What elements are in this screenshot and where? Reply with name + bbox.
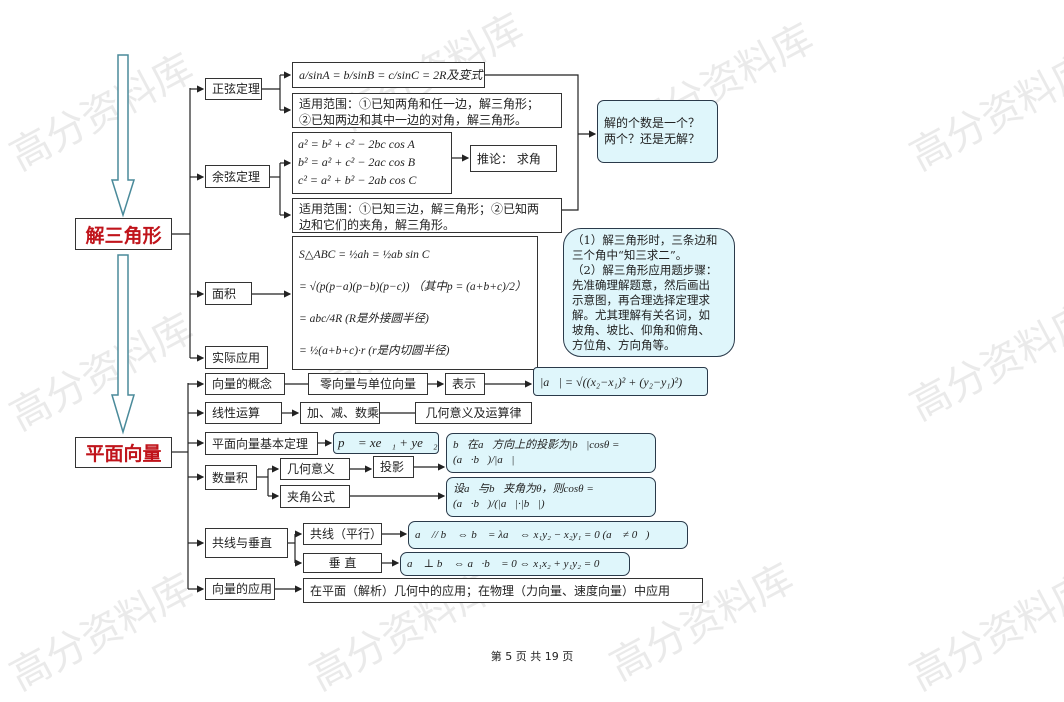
vector-title: 平面向量	[75, 437, 172, 468]
note-line: 两个？还是无解？	[604, 132, 701, 146]
projection: 投影	[373, 456, 414, 478]
note-line: 三个角中“知三求二”。	[572, 248, 688, 262]
formula-line: b² = a² + c² − 2ac cos B	[298, 155, 416, 169]
vector-concept-label: 向量的概念	[205, 373, 285, 395]
formula-line: a² = b² + c² − 2bc cos A	[298, 137, 415, 151]
vector-application-label: 向量的应用	[205, 578, 275, 600]
big-down-arrow	[110, 54, 136, 435]
projection-formula: b⃗在a⃗方向上的投影为|b⃗|cosθ = (a⃗·b⃗)/|a⃗|	[446, 433, 656, 473]
sine-law-formula: a/sinA = b/sinB = c/sinC = 2R及变式	[292, 62, 485, 88]
area-formulas: S△ABC = ½ah = ½ab sin C = √(p(p−a)(p−b)(p…	[292, 236, 538, 370]
angle-formula-label: 夹角公式	[280, 485, 350, 508]
formula-line: c² = a² + b² − 2ab cos C	[298, 173, 417, 187]
page-footer: 第 5 页 共 19 页	[490, 650, 574, 663]
practical-label: 实际应用	[205, 346, 268, 369]
collinear: 共线（平行）	[303, 523, 382, 545]
sine-law-label: 正弦定理	[205, 78, 262, 100]
note-line: 解的个数是一个？	[604, 116, 701, 130]
linear-ops: 加、减、数乘	[300, 402, 380, 424]
scope-line: 边和它们的夹角，解三角形。	[299, 218, 456, 232]
corollary-box: 推论： 求角	[470, 145, 557, 172]
cosine-law-scope: 适用范围：①已知三边，解三角形；②已知两边和它们的夹角，解三角形。	[292, 198, 562, 233]
basic-theorem-formula: p⃗ = xe⃗₁ + ye⃗₂	[333, 432, 439, 454]
formula-line: = √(p(p−a)(p−b)(p−c)) （其中p = (a+b+c)/2）	[299, 281, 527, 293]
collinear-perp-label: 共线与垂直	[205, 528, 288, 558]
note-line: 先准确理解题意，然后画出	[572, 278, 710, 292]
formula-line: = ½(a+b+c)·r (r是内切圆半径)	[299, 345, 450, 357]
vector-application-text: 在平面（解析）几何中的应用；在物理（力向量、速度向量）中应用	[303, 578, 703, 603]
triangle-title: 解三角形	[75, 218, 172, 250]
area-label: 面积	[205, 282, 252, 305]
note-line: 坡角、坡比、仰角和俯角、	[572, 323, 710, 337]
perpendicular: 垂 直	[303, 553, 382, 573]
note-line: 方位角、方向角等。	[572, 338, 676, 352]
angle-formula: 设a⃗与b⃗夹角为θ，则cosθ = (a⃗·b⃗)/(|a⃗|·|b⃗|)	[446, 477, 656, 517]
geometric-meaning-laws: 几何意义及运算律	[415, 402, 532, 424]
scope-line: ②已知两边和其中一边的对角，解三角形。	[299, 113, 528, 127]
representation: 表示	[445, 373, 485, 395]
triangle-tips-note: （1）解三角形时，三条边和三个角中“知三求二”。（2）解三角形应用题步骤：先准确…	[563, 228, 735, 357]
sine-law-scope: 适用范围：①已知两角和任一边，解三角形； ②已知两边和其中一边的对角，解三角形。	[292, 93, 562, 128]
basic-theorem-label: 平面向量基本定理	[205, 432, 318, 455]
magnitude-formula: |a⃗| = √((x₂−x₁)² + (y₂−y₁)²)	[533, 367, 708, 396]
formula-line: S△ABC = ½ah = ½ab sin C	[299, 249, 430, 261]
note-line: 解。尤其理解有关名词，如	[572, 308, 710, 322]
formula-line: = abc/4R (R是外接圆半径)	[299, 313, 429, 325]
linear-ops-label: 线性运算	[205, 402, 282, 424]
zero-unit-vector: 零向量与单位向量	[308, 373, 428, 395]
solution-count-note: 解的个数是一个？ 两个？还是无解？	[597, 100, 718, 163]
dot-product-label: 数量积	[205, 465, 257, 490]
cosine-law-formulas: a² = b² + c² − 2bc cos A b² = a² + c² − 2…	[292, 132, 452, 194]
cosine-law-label: 余弦定理	[205, 165, 270, 188]
note-line: 示意图，再合理选择定理求	[572, 293, 710, 307]
geometric-meaning: 几何意义	[280, 458, 350, 480]
collinear-formula: a⃗ // b⃗ ⇔ b⃗ = λa⃗ ⇔ x₁y₂ − x₂y₁ = 0 (a…	[408, 521, 688, 549]
scope-line: 适用范围：①已知两角和任一边，解三角形；	[299, 97, 540, 111]
note-line: （1）解三角形时，三条边和	[572, 233, 718, 247]
perpendicular-formula: a⃗ ⊥ b⃗ ⇔ a⃗·b⃗ = 0 ⇔ x₁x₂ + y₁y₂ = 0	[400, 552, 630, 576]
scope-line: 适用范围：①已知三边，解三角形；②已知两	[299, 202, 540, 216]
note-line: （2）解三角形应用题步骤：	[572, 263, 718, 277]
